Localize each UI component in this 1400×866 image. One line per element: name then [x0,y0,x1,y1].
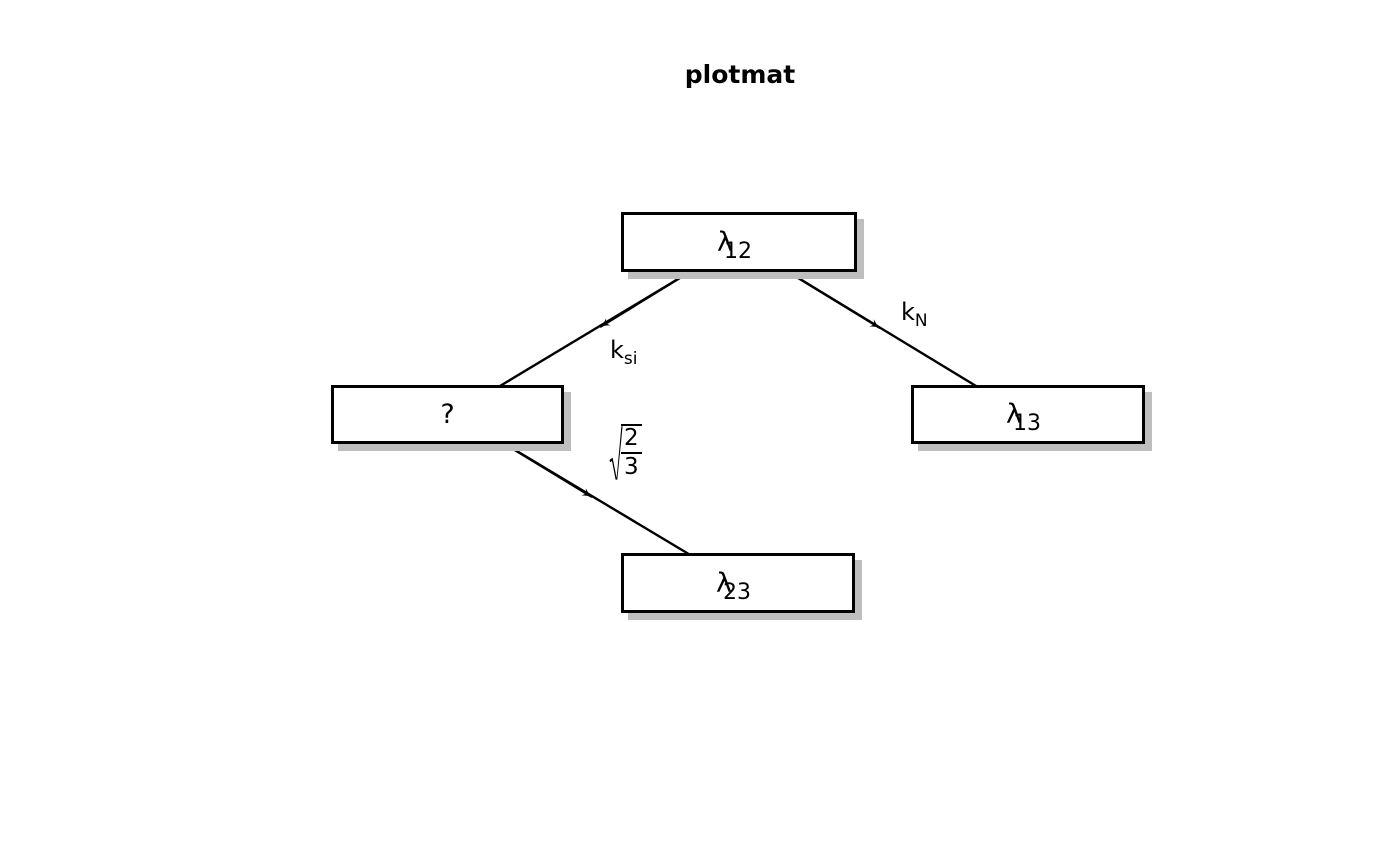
node-lambda23-sub: 23 [722,579,751,605]
edge-label-sqrt-two-thirds: 2 3 [609,424,642,484]
node-lambda13-sub: 13 [1012,411,1041,436]
node-lambda12-base: λ [717,226,733,258]
node-lambda13[interactable]: λ13 [911,385,1145,444]
node-lambda12-label: λ12 [717,226,761,263]
node-lambda13-label: λ13 [1006,399,1050,435]
page-title: plotmat [684,60,796,89]
sqrt-expression: 2 3 [609,424,642,480]
edge-label-ksi-sub: si [623,349,638,369]
edge-label-ksi-base: k [610,336,624,364]
node-lambda23[interactable]: λ23 [621,553,855,613]
edge-label-ksi: ksi [610,336,638,369]
fraction-denominator: 3 [621,452,642,479]
node-lambda23-label: λ23 [716,567,760,604]
node-lambda13-base: λ [1006,399,1022,430]
edge-label-kn: kN [901,298,928,331]
fraction-two-thirds: 2 3 [621,424,642,480]
edge-n12-to-n13 [789,271,977,388]
edge-nq-to-n23 [504,442,693,558]
edge-label-kn-base: k [901,298,915,326]
fraction-numerator: 2 [624,425,639,451]
node-question-label: ? [440,399,455,430]
node-question[interactable]: ? [331,385,564,444]
edge-n12-to-nq [499,271,689,388]
radical-sign-icon [609,424,623,480]
edge-label-kn-sub: N [914,311,928,331]
node-lambda23-base: λ [716,567,732,599]
node-lambda12-sub: 12 [723,238,752,264]
node-lambda12[interactable]: λ12 [621,212,857,272]
